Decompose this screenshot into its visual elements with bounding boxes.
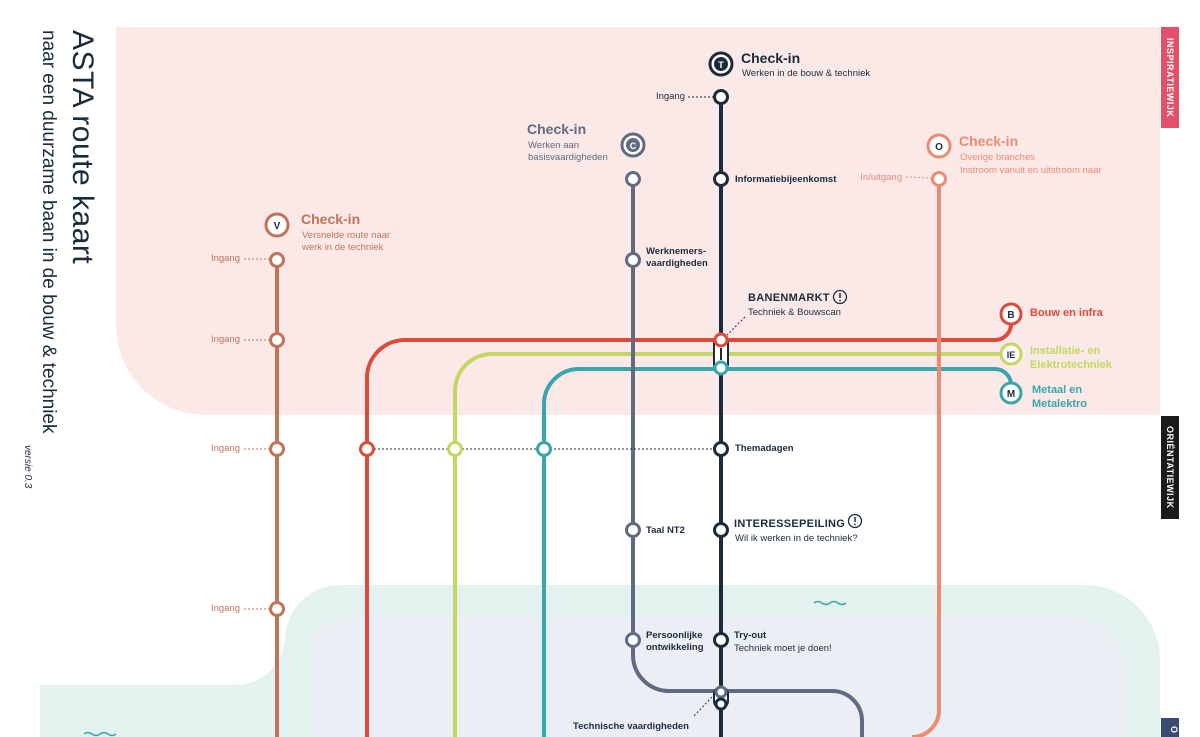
checkin-t-desc: Werken in de bouw & techniek — [742, 68, 870, 79]
ingang-label-v2: Ingang — [211, 334, 240, 345]
line-badge-bouw[interactable]: B — [999, 302, 1023, 326]
line-label-installatie-1: Installatie- en — [1030, 345, 1101, 357]
ingang-label-v3: Ingang — [211, 443, 240, 454]
station-technische-2 — [714, 697, 728, 711]
page-subtitle: naar een duurzame baan in de bouw & tech… — [38, 30, 59, 434]
line-badge-installatie[interactable]: IE — [999, 342, 1023, 366]
svg-text:T: T — [718, 60, 724, 70]
label-tryout-sub: Techniek moet je doen! — [734, 643, 832, 654]
station-tryout — [713, 632, 729, 648]
line-bouw — [365, 314, 1013, 737]
page-title: ASTA route kaart — [66, 30, 99, 265]
checkin-v-desc2: werk in de techniek — [301, 242, 384, 253]
water-icon — [813, 600, 847, 606]
ingang-label-v1: Ingang — [211, 253, 240, 264]
checkin-t-badge[interactable]: T — [708, 51, 734, 77]
checkin-o-desc2: Instroom vanuit en uitstroom naar — [960, 165, 1102, 176]
station-banenmarkt-metaal — [713, 360, 729, 376]
line-label-metaal-1: Metaal en — [1032, 384, 1082, 396]
label-interesse: INTERESSEPEILING — [734, 518, 845, 530]
checkin-v-badge[interactable]: V — [264, 212, 290, 238]
checkin-c-desc2: basisvaardigheden — [528, 152, 608, 163]
svg-text:O: O — [935, 142, 943, 153]
label-banenmarkt: BANENMARKT — [748, 292, 830, 304]
station-banenmarkt — [713, 332, 729, 348]
label-persoonlijke-2: ontwikkeling — [646, 642, 704, 653]
label-tryout: Try-out — [734, 630, 767, 641]
station-informatiebijeenkomst — [713, 171, 729, 187]
label-werknemers-1: Werknemers- — [646, 246, 706, 257]
zone-tab-inspiratie[interactable]: INSPIRATIEWIJK — [1161, 27, 1179, 128]
station-themadagen-metaal — [536, 441, 552, 457]
label-informatiebijeenkomst: Informatiebijeenkomst — [735, 174, 837, 185]
label-persoonlijke-1: Persoonlijke — [646, 630, 703, 641]
svg-text:IE: IE — [1007, 350, 1016, 360]
station-persoonlijke — [625, 632, 641, 648]
svg-text:V: V — [274, 221, 281, 232]
rail-c — [631, 179, 864, 737]
checkin-o-desc1: Overige branches — [960, 152, 1035, 163]
in-uitgang-label: In/uitgang — [860, 172, 902, 183]
checkin-t-title: Check-in — [741, 50, 800, 66]
station-interesse — [713, 522, 729, 538]
checkin-c-desc1: Werken aan — [528, 140, 579, 151]
station-v-4 — [269, 601, 285, 617]
ingang-label-t: Ingang — [656, 91, 685, 102]
station-technische-1 — [714, 685, 728, 699]
alert-icon — [847, 513, 863, 529]
checkin-v-title: Check-in — [301, 211, 360, 227]
svg-text:C: C — [630, 141, 637, 151]
label-technische: Technische vaardigheden — [573, 721, 689, 732]
label-interesse-sub: Wil ik werken in de techniek? — [735, 533, 858, 544]
station-themadagen-installatie — [447, 441, 463, 457]
line-metaal — [542, 367, 1013, 737]
inspiratie-zone — [116, 27, 1160, 415]
svg-text:B: B — [1007, 310, 1014, 321]
station-c-start — [625, 171, 641, 187]
lower-inner-zone — [310, 617, 1125, 737]
station-v-3 — [269, 441, 285, 457]
label-banenmarkt-sub: Techniek & Bouwscan — [748, 307, 841, 318]
checkin-o-badge[interactable]: O — [926, 133, 952, 159]
line-label-installatie-2: Elektrotechniek — [1030, 359, 1113, 371]
alert-icon — [832, 289, 848, 305]
label-themadagen: Themadagen — [735, 443, 794, 454]
checkin-c-badge[interactable]: C — [620, 132, 646, 158]
station-themadagen-bouw — [359, 441, 375, 457]
station-v-2 — [269, 332, 285, 348]
water-icon — [83, 731, 117, 737]
svg-text:M: M — [1007, 389, 1015, 400]
ingang-label-v4: Ingang — [211, 603, 240, 614]
zone-tab-partial[interactable]: O — [1161, 718, 1179, 737]
station-t-ingang — [713, 89, 729, 105]
line-installatie — [453, 352, 1011, 737]
version-label: versie 0.3 — [22, 445, 33, 489]
station-v-1 — [269, 252, 285, 268]
zone-tab-orientatie[interactable]: ORIËNTATIEWIJK — [1161, 416, 1179, 519]
station-taal — [625, 522, 641, 538]
station-werknemers — [625, 252, 641, 268]
checkin-c-title: Check-in — [527, 121, 586, 137]
checkin-o-title: Check-in — [959, 133, 1018, 149]
line-label-metaal-2: Metalektro — [1032, 398, 1087, 410]
line-label-bouw: Bouw en infra — [1030, 307, 1104, 319]
station-themadagen — [713, 441, 729, 457]
label-taal: Taal NT2 — [646, 525, 685, 536]
station-o-start — [931, 171, 947, 187]
line-badge-metaal[interactable]: M — [999, 381, 1023, 405]
label-werknemers-2: vaardigheden — [646, 258, 708, 269]
checkin-v-desc1: Versnelde route naar — [302, 230, 390, 241]
